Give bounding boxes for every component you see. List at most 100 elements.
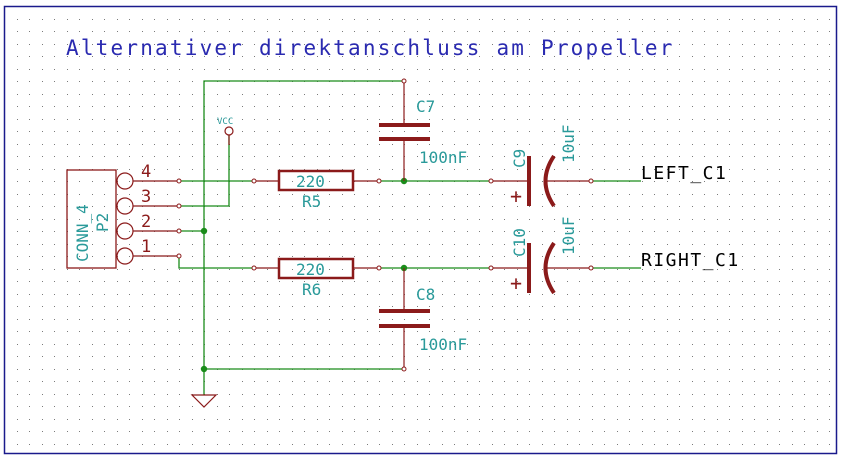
- grid-dot: [479, 94, 480, 95]
- grid-dot: [92, 106, 93, 107]
- grid-dot: [642, 156, 643, 157]
- grid-dot: [429, 244, 430, 245]
- grid-dot: [267, 31, 268, 32]
- grid-dot: [342, 106, 343, 107]
- connector-pin-2[interactable]: 2: [116, 212, 182, 240]
- capacitor-c7[interactable]: C7 100nF: [379, 78, 467, 181]
- grid-dot: [267, 169, 268, 170]
- grid-dot: [442, 306, 443, 307]
- grid-dot: [704, 381, 705, 382]
- grid-dot: [192, 281, 193, 282]
- grid-dot: [829, 156, 830, 157]
- grid-dot: [779, 69, 780, 70]
- grid-dot: [517, 406, 518, 407]
- grid-dot: [292, 156, 293, 157]
- connector-pin-1[interactable]: 1: [116, 237, 182, 265]
- grid-dot: [354, 444, 355, 445]
- capacitor-c9[interactable]: + C9 10uF: [488, 124, 594, 208]
- grid-dot: [317, 444, 318, 445]
- grid-dot: [129, 106, 130, 107]
- grid-dot: [554, 331, 555, 332]
- grid-dot: [717, 44, 718, 45]
- resistor-ref: R6: [302, 280, 321, 299]
- grid-dot: [504, 419, 505, 420]
- grid-dot: [742, 106, 743, 107]
- grid-dot: [304, 44, 305, 45]
- grid-dot: [792, 444, 793, 445]
- resistor-r6[interactable]: 220 R6: [251, 257, 382, 299]
- grid-dot: [554, 131, 555, 132]
- grid-dot: [679, 331, 680, 332]
- grid-dot: [304, 256, 305, 257]
- grid-dot: [192, 56, 193, 57]
- grid-dot: [642, 231, 643, 232]
- gnd-power-symbol[interactable]: [190, 382, 218, 408]
- grid-dot: [742, 156, 743, 157]
- resistor-r5[interactable]: 220 R5: [251, 169, 382, 211]
- grid-dot: [804, 194, 805, 195]
- grid-dot: [42, 31, 43, 32]
- grid-dot: [629, 31, 630, 32]
- capacitor-c8[interactable]: C8 100nF: [379, 268, 467, 372]
- grid-dot: [267, 419, 268, 420]
- grid-dot: [479, 356, 480, 357]
- connector-pin-4[interactable]: 4: [116, 162, 182, 190]
- net-label-left[interactable]: LEFT_C1: [641, 163, 727, 184]
- grid-dot: [654, 206, 655, 207]
- grid-dot: [454, 444, 455, 445]
- grid-dot: [142, 406, 143, 407]
- capacitor-c10[interactable]: + C10 10uF: [488, 216, 594, 295]
- grid-dot: [829, 219, 830, 220]
- grid-dot: [92, 94, 93, 95]
- grid-dot: [279, 256, 280, 257]
- grid-dot: [242, 194, 243, 195]
- grid-dot: [242, 256, 243, 257]
- grid-dot: [704, 94, 705, 95]
- grid-dot: [404, 231, 405, 232]
- connector-pin-3[interactable]: 3: [116, 187, 182, 215]
- grid-dot: [254, 206, 255, 207]
- grid-dot: [467, 256, 468, 257]
- grid-dot: [654, 394, 655, 395]
- grid-dot: [579, 119, 580, 120]
- grid-dot: [217, 106, 218, 107]
- grid-dot: [492, 206, 493, 207]
- grid-dot: [492, 281, 493, 282]
- grid-dot: [604, 206, 605, 207]
- grid-dot: [167, 344, 168, 345]
- grid-dot: [192, 156, 193, 157]
- connector-p2[interactable]: CONN_4 P2 4 3 2 1: [66, 162, 182, 269]
- grid-dot: [667, 231, 668, 232]
- grid-dot: [442, 69, 443, 70]
- net-label-right[interactable]: RIGHT_C1: [641, 250, 740, 271]
- grid-dot: [167, 244, 168, 245]
- grid-dot: [42, 406, 43, 407]
- grid-dot: [692, 119, 693, 120]
- grid-dot: [829, 206, 830, 207]
- grid-dot: [229, 244, 230, 245]
- grid-dot: [679, 269, 680, 270]
- grid-dot: [642, 44, 643, 45]
- grid-dot: [492, 94, 493, 95]
- grid-dot: [279, 131, 280, 132]
- grid-dot: [292, 44, 293, 45]
- grid-dot: [92, 69, 93, 70]
- grid-dot: [492, 44, 493, 45]
- grid-dot: [79, 44, 80, 45]
- grid-dot: [367, 44, 368, 45]
- grid-dot: [417, 119, 418, 120]
- grid-dot: [217, 444, 218, 445]
- grid-dot: [354, 406, 355, 407]
- grid-dot: [454, 331, 455, 332]
- grid-dot: [667, 169, 668, 170]
- grid-dot: [92, 131, 93, 132]
- grid-dot: [604, 369, 605, 370]
- grid-dot: [354, 294, 355, 295]
- grid-dot: [667, 69, 668, 70]
- grid-dot: [429, 169, 430, 170]
- grid-dot: [129, 431, 130, 432]
- grid-dot: [179, 269, 180, 270]
- grid-dot: [404, 56, 405, 57]
- vcc-power-symbol[interactable]: VCC: [217, 117, 234, 145]
- grid-dot: [154, 344, 155, 345]
